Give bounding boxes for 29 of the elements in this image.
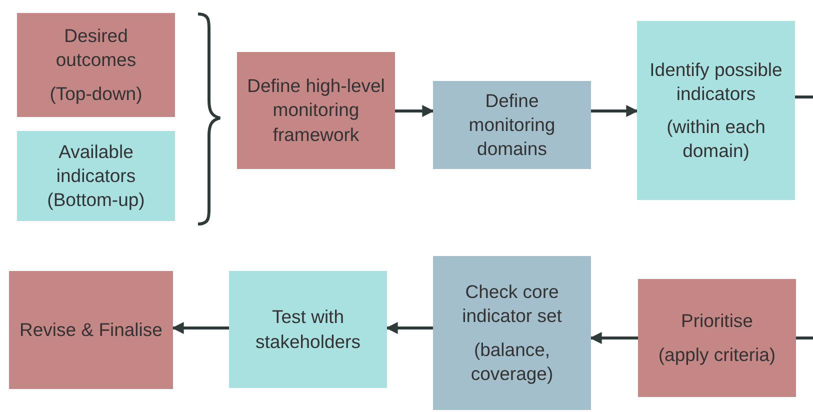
step-note: (Top-down) <box>50 82 142 106</box>
step-label: Available indicators (Bottom-up) <box>46 140 146 212</box>
process-box <box>229 271 387 388</box>
step-label: Test with stakeholders <box>254 305 362 354</box>
arrow <box>591 105 638 117</box>
process-box <box>637 21 795 200</box>
step-label: Desired outcomes <box>54 24 138 72</box>
process-box <box>9 271 173 389</box>
arrow <box>590 332 638 344</box>
step-label: Check core indicator set <box>461 280 563 328</box>
step-label: Define high-level monitoring framework <box>246 74 386 147</box>
process-box <box>237 52 395 169</box>
process-box <box>433 256 591 410</box>
step-note: (balance, coverage) <box>470 338 554 386</box>
arrow <box>395 105 434 117</box>
step-note: (apply criteria) <box>658 342 776 367</box>
process-box <box>17 131 175 221</box>
process-box <box>17 13 175 117</box>
step-label: Revise & Finalise <box>20 318 162 342</box>
process-box <box>433 81 591 169</box>
arrow <box>172 322 229 334</box>
connector-line <box>796 336 813 340</box>
step-label: Identify possible indicators <box>648 58 784 106</box>
step-label: Prioritise <box>681 309 753 334</box>
step-note: (within each domain) <box>666 115 766 164</box>
connector-line <box>795 96 813 98</box>
process-box <box>638 279 796 397</box>
step-label: Define monitoring domains <box>468 88 556 162</box>
arrow <box>386 322 433 334</box>
